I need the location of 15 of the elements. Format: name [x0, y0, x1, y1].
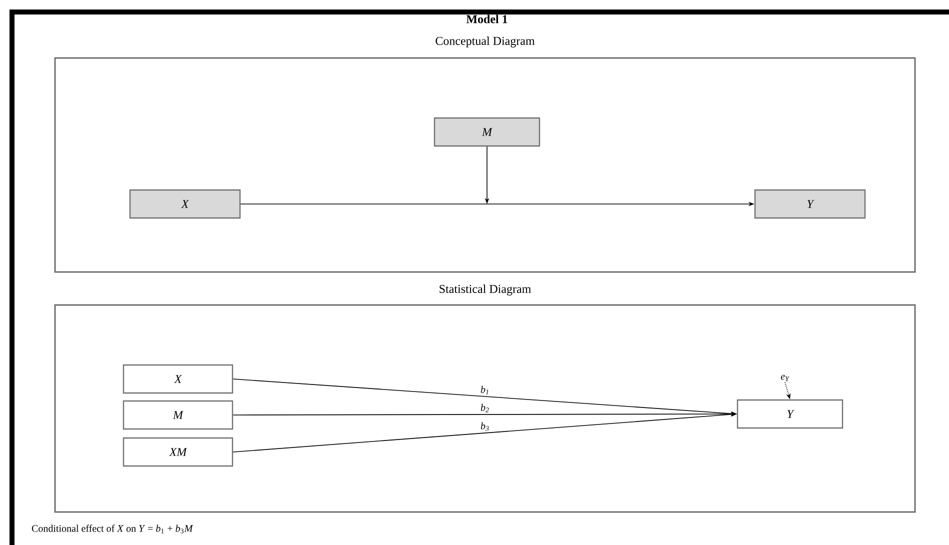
caption: Conditional effect of X on Y = b$_{1}$ + b$_{3}$M — [32, 524, 194, 534]
variable-box: Y — [736, 399, 844, 429]
variable-box: M — [434, 117, 540, 147]
variable-box: X — [122, 364, 234, 394]
panel-heading: Conceptual Diagram — [436, 36, 535, 48]
panel-heading: Statistical Diagram — [440, 284, 531, 296]
variable-box: Y — [754, 189, 866, 219]
variable-box: M — [122, 400, 234, 430]
variable-box: X — [129, 189, 241, 219]
edge-label: b$_{3}$ — [480, 421, 490, 432]
edge-label: b$_{2}$ — [480, 402, 490, 414]
edge-label: b$_{1}$ — [480, 384, 490, 396]
title: Model 1 — [466, 14, 508, 24]
error-term: e$_{Y}$ — [780, 374, 790, 382]
variable-box: XM — [122, 437, 234, 467]
